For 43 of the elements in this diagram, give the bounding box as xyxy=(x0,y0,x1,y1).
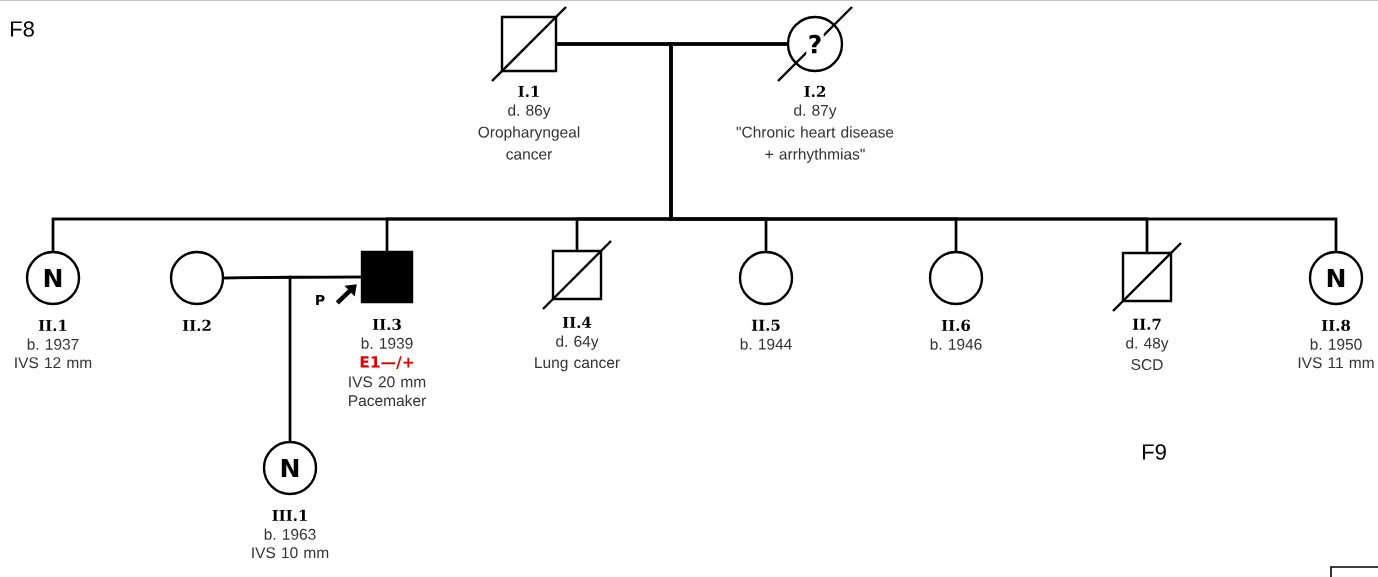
proband-label: P xyxy=(316,294,325,306)
person-note: Pacemaker xyxy=(349,394,426,407)
person-note: b. 1939 xyxy=(361,337,413,349)
person-note: d. 64y xyxy=(556,335,599,350)
proband-arrow xyxy=(335,284,357,305)
individual-id: II.5 xyxy=(751,319,780,331)
person-note: b. 1944 xyxy=(740,338,792,350)
affected-male-symbol xyxy=(360,250,414,304)
person-note: IVS 11 mm xyxy=(1298,357,1374,369)
individual-id: II.6 xyxy=(941,319,971,332)
individual-id: II.2 xyxy=(182,319,211,332)
female-symbol xyxy=(738,250,794,306)
panel-label: F8 xyxy=(11,21,34,37)
person-note: b. 1946 xyxy=(930,338,982,350)
male-deceased-symbol xyxy=(542,240,612,310)
individual-id: I.2 xyxy=(804,85,825,98)
person-note: IVS 20 mm xyxy=(349,376,426,388)
person-note: IVS 12 mm xyxy=(15,357,92,369)
person-note: b. 1963 xyxy=(264,528,316,540)
individual-id: I.1 xyxy=(518,85,539,98)
person-note: Lung cancer xyxy=(535,357,620,372)
male-deceased-symbol xyxy=(491,6,567,82)
female-symbol xyxy=(928,250,984,306)
person-note: Oropharyngeal cancer xyxy=(478,126,580,160)
person-note: b. 1937 xyxy=(27,338,79,350)
genotype-label: E1—/+ xyxy=(360,356,414,369)
individual-id: II.3 xyxy=(372,318,401,331)
person-note: d. 86y xyxy=(508,104,551,119)
person-note: d. 48y xyxy=(1126,337,1169,352)
pedigree-line xyxy=(288,275,361,441)
person-note: d. 87y xyxy=(794,104,837,119)
individual-id: II.1 xyxy=(38,319,67,332)
individual-id: II.4 xyxy=(562,316,592,329)
individual-id: II.7 xyxy=(1132,318,1161,330)
male-deceased-symbol xyxy=(1112,242,1182,312)
person-note: SCD xyxy=(1131,359,1163,371)
panel-label: F9 xyxy=(1143,444,1166,460)
female-symbol xyxy=(169,250,225,306)
individual-id: III.1 xyxy=(272,509,307,522)
person-note: b. 1950 xyxy=(1310,338,1362,350)
individual-id: II.8 xyxy=(1321,319,1351,332)
person-note: IVS 10 mm xyxy=(252,547,329,559)
person-note: "Chronic heart disease + arrhythmias" xyxy=(736,126,894,163)
